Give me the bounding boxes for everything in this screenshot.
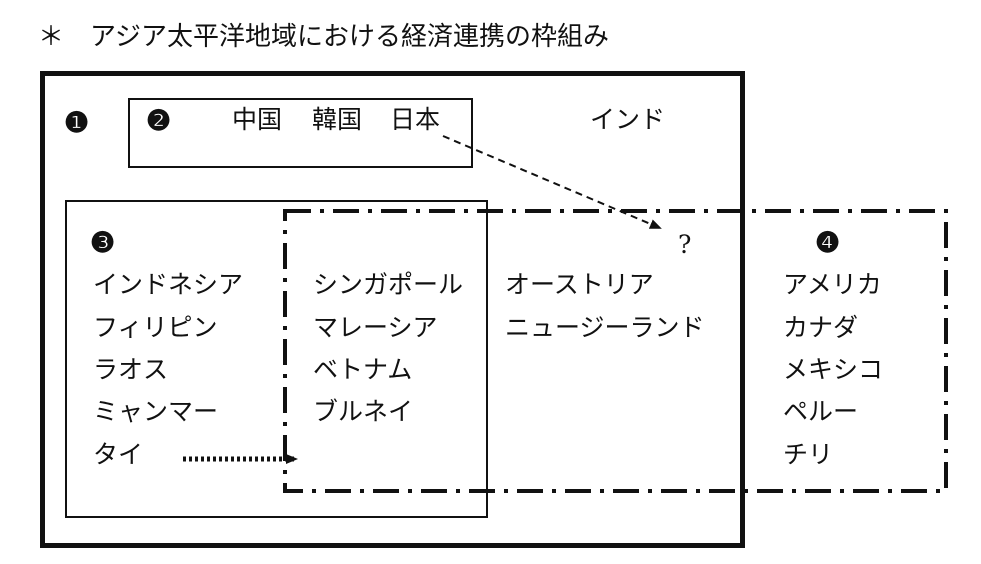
country-usa: アメリカ xyxy=(783,270,882,299)
marker-2: ❷ xyxy=(146,104,172,137)
country-brunei: ブルネイ xyxy=(313,397,414,426)
question-mark: ? xyxy=(678,230,692,259)
diagram-title: ＊ アジア太平洋地域における経済連携の枠組み xyxy=(38,22,609,52)
country-australia: オーストリア xyxy=(505,270,654,299)
country-vietnam: ベトナム xyxy=(313,355,413,384)
marker-1: ❶ xyxy=(64,106,90,139)
framework-box-4 xyxy=(283,209,948,493)
country-mexico: メキシコ xyxy=(783,355,884,384)
country-japan: 日本 xyxy=(390,105,441,134)
country-india: インド xyxy=(590,105,666,134)
framework-box-2 xyxy=(128,98,473,168)
framework-box-3 xyxy=(65,200,488,518)
marker-4: ❹ xyxy=(815,226,841,259)
country-laos: ラオス xyxy=(93,355,169,384)
country-korea: 韓国 xyxy=(312,105,363,134)
country-thailand: タイ xyxy=(93,440,144,469)
country-chile: チリ xyxy=(783,440,834,469)
country-malaysia: マレーシア xyxy=(313,313,438,342)
marker-3: ❸ xyxy=(90,226,116,259)
outer-framework-box-1 xyxy=(40,71,745,548)
country-canada: カナダ xyxy=(783,313,859,342)
country-myanmar: ミャンマー xyxy=(93,397,219,426)
country-indonesia: インドネシア xyxy=(93,270,244,299)
country-china: 中国 xyxy=(232,105,283,134)
dashed-arrow-japan-to-box4 xyxy=(442,135,662,229)
country-singapore: シンガポール xyxy=(313,270,464,299)
country-peru: ペルー xyxy=(783,397,859,426)
country-philippines: フィリピン xyxy=(93,313,218,342)
country-new-zealand: ニュージーランド xyxy=(505,313,705,342)
